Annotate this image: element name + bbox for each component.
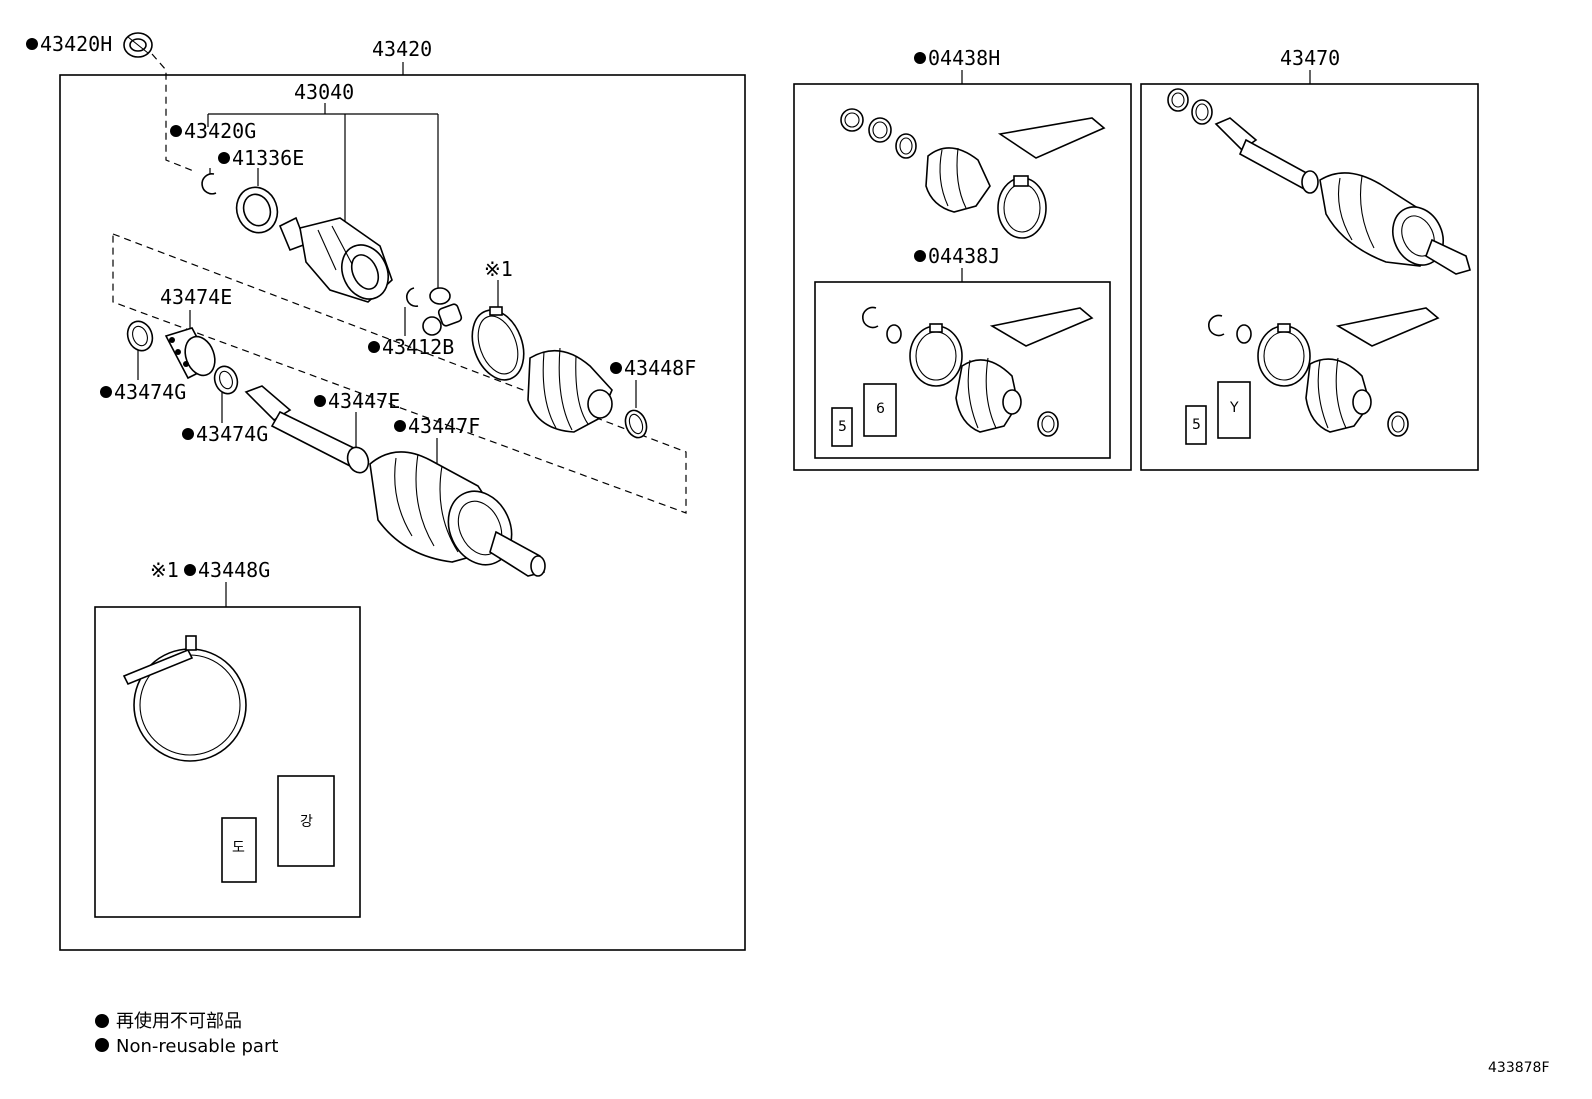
svg-text:5: 5	[838, 419, 847, 435]
seal-41336E-drawing	[235, 186, 279, 234]
non-reusable-dot-04438J	[914, 250, 926, 262]
non-reusable-dot-43474G-a	[100, 386, 112, 398]
note-mark-bottom: ※1	[150, 558, 179, 582]
label-43474E: 43474E	[160, 285, 232, 309]
svg-text:5: 5	[1192, 417, 1201, 433]
svg-text:Y: Y	[1229, 400, 1239, 416]
label-04438J: 04438J	[928, 244, 1000, 268]
label-43448F: 43448F	[624, 356, 696, 380]
label-43420H: 43420H	[40, 32, 112, 56]
grease-packs-43448G-drawing: 도 강	[221, 775, 335, 883]
band-43448G-drawing	[122, 635, 247, 762]
label-43447E: 43447E	[328, 389, 400, 413]
kit-04438H-drawing	[840, 108, 1106, 239]
legend-text-en: Non-reusable part	[116, 1036, 278, 1057]
drive-shaft-drawing	[244, 385, 546, 577]
label-43447F: 43447F	[408, 414, 480, 438]
svg-text:강: 강	[300, 814, 313, 830]
label-43420: 43420	[372, 37, 432, 61]
damper-43474E-drawing	[164, 327, 216, 380]
non-reusable-dot-43448F	[610, 362, 622, 374]
leader-lines	[137, 62, 1311, 607]
assembly-43470-drawing: 5 Y	[1167, 88, 1471, 445]
parts-diagram: 도 강 5 6	[26, 32, 1550, 1076]
legend-dot-en	[95, 1038, 109, 1052]
label-43470: 43470	[1280, 46, 1340, 70]
clamp-43474G-lower-drawing	[213, 365, 239, 395]
svg-text:도: 도	[232, 840, 245, 856]
band-clamp-drawing	[471, 306, 525, 381]
kit-frame-43448G	[94, 606, 361, 918]
non-reusable-dot-43412B	[368, 341, 380, 353]
legend: 再使用不可部品 Non-reusable part	[95, 1011, 278, 1057]
clamp-43448F-drawing	[624, 409, 648, 439]
legend-dot-jp	[95, 1014, 109, 1028]
label-43474G-a: 43474G	[114, 380, 186, 404]
non-reusable-dot-04438H	[914, 52, 926, 64]
non-reusable-dot-43420G	[170, 125, 182, 137]
inboard-joint-43040-drawing	[278, 216, 393, 303]
legend-text-jp: 再使用不可部品	[116, 1011, 242, 1032]
snap-ring-43420G-drawing	[201, 173, 217, 195]
non-reusable-dot-43448G	[184, 564, 196, 576]
label-43448G: 43448G	[198, 558, 270, 582]
snap-ring-43412B-drawing	[405, 287, 419, 308]
label-43040: 43040	[294, 80, 354, 104]
non-reusable-dot-43420H	[26, 38, 38, 50]
label-04438H: 04438H	[928, 46, 1000, 70]
non-reusable-dot-43447E	[314, 395, 326, 407]
figure-reference-number: 433878F	[1488, 1060, 1550, 1076]
kit-04438J-drawing: 5 6	[831, 306, 1094, 447]
clamp-43474G-upper-drawing	[126, 320, 154, 352]
dashed-line-43420H	[151, 53, 197, 173]
note-mark-top: ※1	[484, 257, 513, 281]
label-43412B: 43412B	[382, 335, 454, 359]
non-reusable-dot-43474G-b	[182, 428, 194, 440]
tripod-joint-drawing	[422, 287, 463, 336]
non-reusable-dot-41336E	[218, 152, 230, 164]
svg-text:6: 6	[876, 401, 885, 417]
boot-drawing	[527, 347, 613, 433]
non-reusable-dot-43447F	[394, 420, 406, 432]
label-43474G-b: 43474G	[196, 422, 268, 446]
nut-43420H-drawing	[123, 32, 153, 58]
label-43420G: 43420G	[184, 119, 256, 143]
dashed-boundary-43040	[112, 233, 687, 514]
label-41336E: 41336E	[232, 146, 304, 170]
